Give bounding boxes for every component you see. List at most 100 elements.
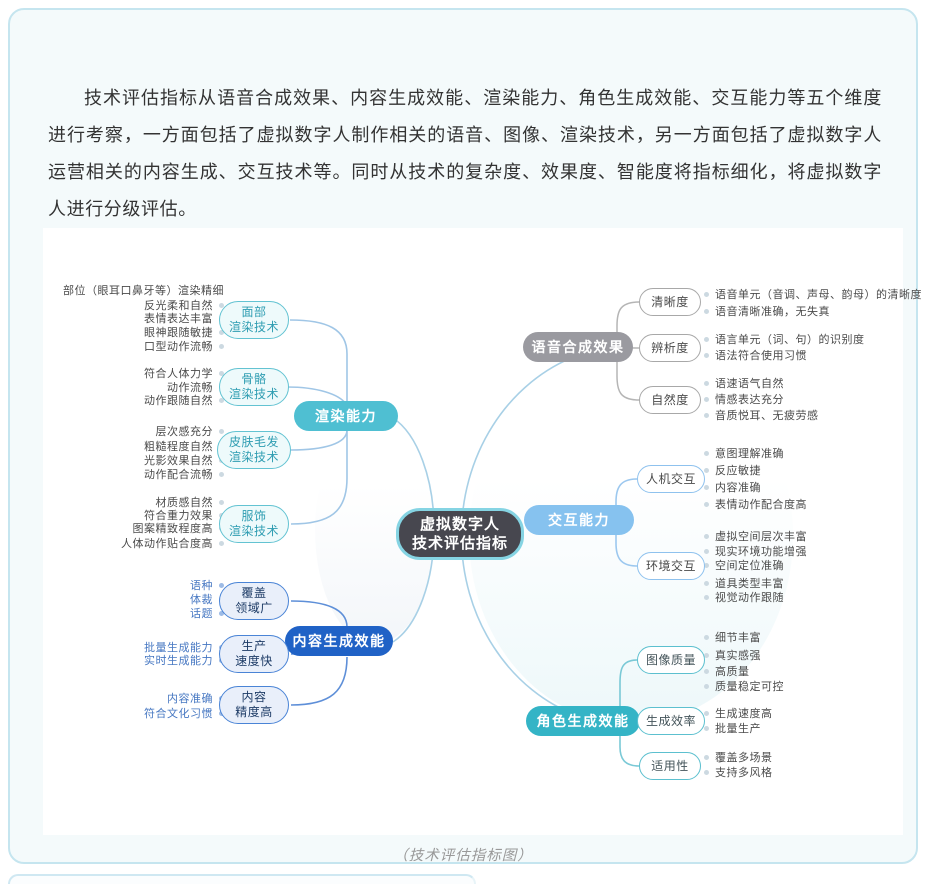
leaf-item: 道具类型丰富	[704, 575, 784, 591]
leaf-item: 符合文化习惯	[144, 705, 224, 721]
leaf-item: 动作配合流畅	[144, 466, 224, 482]
subnode-speed: 生产 速度快	[219, 635, 289, 673]
leaf-item: 材质感自然	[155, 494, 224, 510]
leaf-item: 语速语气自然	[704, 375, 784, 391]
subnode-label: 面部	[241, 305, 267, 319]
leaf-item: 反光柔和自然	[144, 297, 224, 313]
bullet-dot	[704, 396, 709, 402]
subnode-label: 服饰	[241, 509, 267, 523]
branch-pill-speech: 语音合成效果	[523, 332, 633, 362]
leaf-label: 内容准确	[715, 482, 761, 494]
leaf-label: 实时生成能力	[144, 655, 213, 667]
bullet-dot	[704, 594, 709, 600]
intro-paragraph: 技术评估指标从语音合成效果、内容生成效能、渲染能力、角色生成效能、交互能力等五个…	[48, 88, 882, 219]
leaf-label: 粗糙程度自然	[144, 441, 213, 453]
leaf-label: 语言单元（词、句）的识别度	[715, 334, 865, 346]
center-node-line2: 技术评估指标	[411, 535, 508, 552]
leaf-item: 眼神跟随敏捷	[144, 324, 224, 340]
subnode-applicability: 适用性	[639, 752, 701, 780]
subnode-label: 领域广	[235, 601, 273, 615]
leaf-label: 动作跟随自然	[144, 395, 213, 407]
subnode-label: 精度高	[235, 705, 273, 719]
subnode-face-render: 面部 渲染技术	[219, 301, 289, 339]
leaf-label: 部位（眼耳口鼻牙等）渲染精细	[63, 285, 224, 297]
bullet-dot	[704, 450, 709, 456]
subnode-clarity: 清晰度	[639, 288, 701, 316]
branch-pill-interact: 交互能力	[524, 505, 634, 535]
bullet-dot	[704, 634, 709, 640]
bullet-dot	[704, 352, 709, 358]
subnode-label: 渲染技术	[228, 450, 279, 464]
branch-pill-render: 渲染能力	[294, 401, 398, 431]
leaf-label: 表情动作配合度高	[715, 499, 807, 511]
bullet-dot	[219, 370, 224, 376]
leaf-label: 材质感自然	[155, 497, 213, 509]
leaf-label: 层次感充分	[155, 426, 213, 438]
bullet-dot	[704, 754, 709, 760]
leaf-item: 语音单元（音调、声母、韵母）的清晰度	[704, 286, 922, 302]
leaf-label: 意图理解准确	[715, 448, 784, 460]
subnode-label: 内容	[241, 690, 267, 704]
leaf-label: 批量生成能力	[144, 642, 213, 654]
leaf-label: 语种	[190, 580, 213, 592]
leaf-label: 视觉动作跟随	[715, 592, 784, 604]
leaf-label: 反应敏捷	[715, 465, 761, 477]
bullet-dot	[219, 582, 224, 588]
leaf-item: 层次感充分	[155, 423, 224, 439]
bullet-dot	[219, 302, 224, 308]
leaf-label: 体裁	[190, 594, 213, 606]
leaf-label: 质量稳定可控	[715, 681, 784, 693]
leaf-item: 音质悦耳、无疲劳感	[704, 407, 819, 423]
bullet-dot	[219, 499, 224, 505]
bullet-dot	[704, 668, 709, 674]
next-card-preview	[8, 874, 476, 884]
leaf-label: 音质悦耳、无疲劳感	[715, 410, 819, 422]
leaf-item: 口型动作流畅	[144, 338, 224, 354]
subnode-naturalness: 自然度	[639, 386, 701, 414]
mindmap-panel: 虚拟数字人 技术评估指标 渲染能力 内容生成效能 语音合成效果 交互能力 角色生…	[43, 228, 922, 835]
leaf-label: 反光柔和自然	[144, 300, 213, 312]
center-node-line1: 虚拟数字人	[419, 516, 500, 533]
bullet-dot	[219, 343, 224, 349]
leaf-label: 生成速度高	[715, 708, 773, 720]
leaf-label: 语音清晰准确，无失真	[715, 306, 830, 318]
leaf-label: 人体动作贴合度高	[121, 538, 213, 550]
subnode-clothing-render: 服饰 渲染技术	[219, 505, 289, 543]
subnode-skin-hair-render: 皮肤毛发 渲染技术	[217, 431, 291, 469]
leaf-label: 覆盖多场景	[715, 752, 773, 764]
bullet-dot	[704, 501, 709, 507]
subnode-label: 骨骼	[241, 372, 267, 386]
subnode-env-interact: 环境交互	[637, 552, 705, 580]
bullet-dot	[219, 428, 224, 434]
bullet-dot	[704, 580, 709, 586]
subnode-image-quality: 图像质量	[637, 646, 705, 674]
leaf-item: 意图理解准确	[704, 445, 784, 461]
subnode-label: 覆盖	[241, 586, 267, 600]
subnode-coverage: 覆盖 领域广	[219, 582, 289, 620]
leaf-label: 眼神跟随敏捷	[144, 327, 213, 339]
subnode-precision: 内容 精度高	[219, 686, 289, 724]
leaf-item: 情感表达充分	[704, 391, 784, 407]
leaf-label: 语法符合使用习惯	[715, 350, 807, 362]
branch-pill-character: 角色生成效能	[526, 706, 640, 736]
leaf-item: 符合人体力学	[144, 365, 224, 381]
subnode-gen-efficiency: 生成效率	[637, 707, 705, 735]
connector-lines	[286, 301, 793, 767]
leaf-item: 质量稳定可控	[704, 678, 784, 694]
leaf-label: 符合重力效果	[144, 510, 213, 522]
leaf-item: 细节丰富	[704, 629, 761, 645]
bullet-dot	[704, 467, 709, 473]
bullet-dot	[704, 562, 709, 568]
leaf-label: 话题	[190, 608, 213, 620]
bullet-dot	[704, 769, 709, 775]
leaf-item: 高质量	[704, 663, 750, 679]
bullet-dot	[219, 471, 224, 477]
leaf-item: 图案精致程度高	[133, 520, 224, 536]
leaf-label: 虚拟空间层次丰富	[715, 531, 807, 543]
subnode-label: 渲染技术	[228, 320, 279, 334]
leaf-label: 符合人体力学	[144, 368, 213, 380]
leaf-label: 光影效果自然	[144, 455, 213, 467]
bullet-dot	[704, 725, 709, 731]
bullet-dot	[704, 652, 709, 658]
subnode-label: 速度快	[235, 654, 273, 668]
